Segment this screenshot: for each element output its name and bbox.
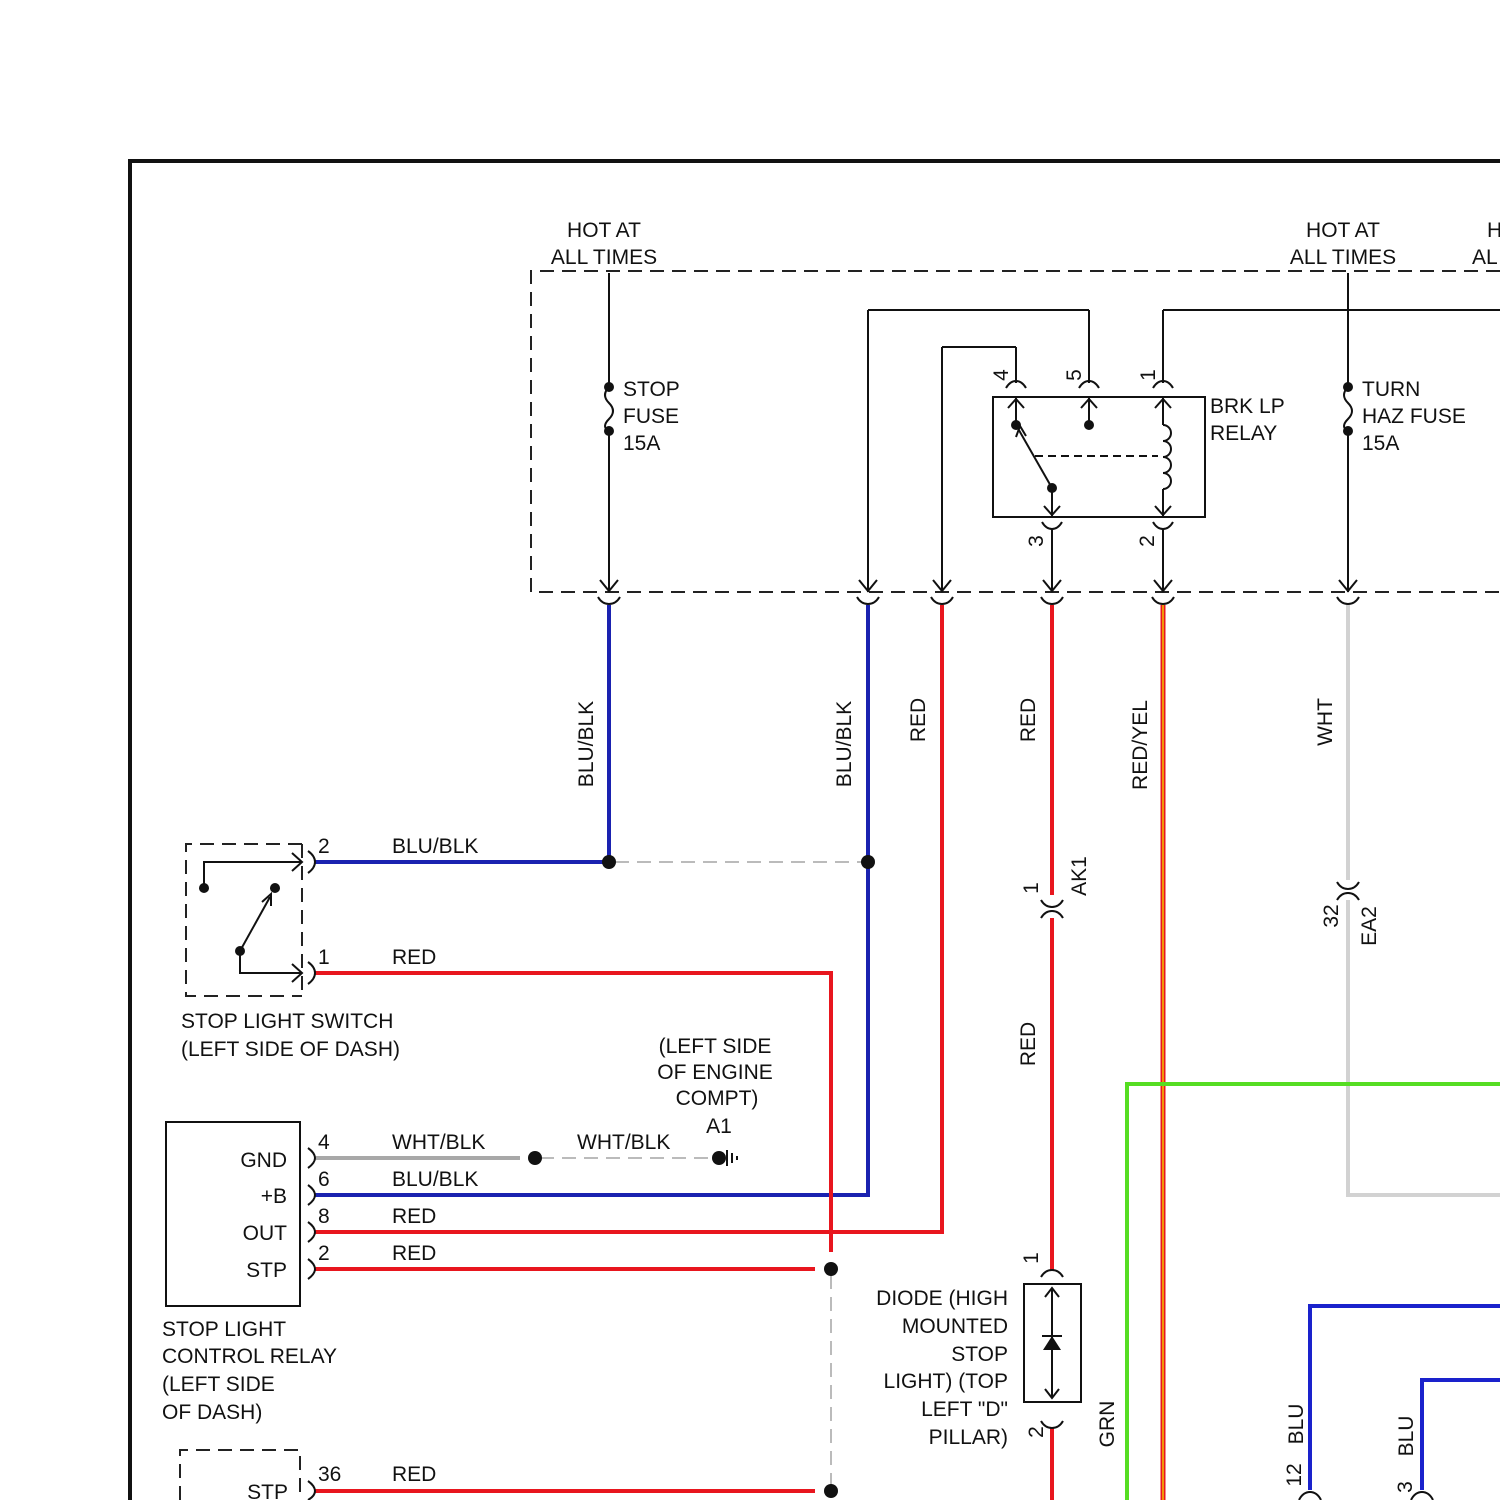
junction-dot [712,1151,726,1165]
control-relay-terminal-b: +B [261,1185,287,1208]
diode-label-1: DIODE (HIGH [876,1287,1008,1310]
wire-grn [1127,1084,1500,1500]
fuse-box-outline [531,271,1500,592]
connector-ea2 [1337,882,1359,900]
relay-pin-4: 4 [990,369,1013,381]
wire-blu-12 [1310,1306,1500,1490]
stop-fuse-label-1: STOP [623,378,680,401]
control-relay-wire-b: BLU/BLK [392,1168,478,1191]
turn-haz-fuse-label-2: HAZ FUSE [1362,405,1466,428]
control-relay-label-3: (LEFT SIDE [162,1373,275,1396]
control-relay-terminal-gnd: GND [240,1149,287,1172]
wire-label-blu-b: BLU [1395,1416,1418,1457]
control-relay-label-1: STOP LIGHT [162,1318,286,1341]
stop-switch-label-2: (LEFT SIDE OF DASH) [181,1038,400,1061]
wire-label-wht: WHT [1314,698,1337,746]
relay-pin-1: 1 [1137,369,1160,381]
junction-dot [528,1151,542,1165]
bottom-module-pin: 36 [318,1463,341,1486]
brk-lp-relay [859,310,1500,592]
diode-label-2: MOUNTED [902,1315,1008,1338]
relay-pin-3: 3 [1025,535,1048,547]
turn-haz-fuse [1339,273,1357,592]
control-relay-pin-8: 8 [318,1205,330,1228]
control-relay-pin-4: 4 [318,1131,330,1154]
ground-location-3: COMPT) [676,1087,759,1110]
diode-label-6: PILLAR) [929,1426,1008,1449]
junction-dot [861,855,875,869]
wire-blu-3 [1422,1380,1500,1490]
wire-label-red-3: RED [1017,1022,1040,1066]
junction-dot [824,1262,838,1276]
bottom-module-terminal: STP [247,1481,288,1500]
ground-id: A1 [706,1115,732,1138]
ground-symbol [727,1150,737,1166]
stop-switch-pin-2: 2 [318,835,330,858]
ground-wire-label: WHT/BLK [577,1131,670,1154]
wire-label-blu-a: BLU [1285,1404,1308,1445]
brk-lp-relay-label-1: BRK LP [1210,395,1285,418]
bottom-pin-3: 3 [1394,1481,1417,1493]
turn-haz-fuse-label-1: TURN [1362,378,1420,401]
relay-pin-5: 5 [1063,369,1086,381]
diode-pin-2: 2 [1025,1426,1048,1438]
stop-switch-wire-top: BLU/BLK [392,835,478,858]
wire-blu-blk-fuse [315,605,609,862]
power-edge-line1: H [1487,219,1500,242]
stop-fuse [600,273,618,592]
stop-switch-pin-1: 1 [318,946,330,969]
turn-haz-fuse-label-3: 15A [1362,432,1399,455]
connector-ea2-pin: 32 [1320,904,1343,927]
diode-pin-1: 1 [1020,1252,1043,1264]
ground-location-2: OF ENGINE [657,1061,773,1084]
power-right-line2: ALL TIMES [1290,246,1396,269]
stop-fuse-label-3: 15A [623,432,660,455]
control-relay-wire-stp: RED [392,1242,436,1265]
wire-label-grn: GRN [1096,1401,1119,1448]
wire-label-red-2: RED [1017,698,1040,742]
wire-label-blu-blk-2: BLU/BLK [833,701,856,787]
bottom-module-wire: RED [392,1463,436,1486]
connector-ea2-label: EA2 [1358,906,1381,946]
stop-light-switch [186,844,315,996]
power-left-line2: ALL TIMES [551,246,657,269]
fuse-box-connectors [598,597,1359,604]
power-edge-line2: AL [1472,246,1498,269]
diode-high-mount [1024,1270,1081,1428]
control-relay-wire-out: RED [392,1205,436,1228]
power-right-line1: HOT AT [1306,219,1380,242]
control-relay-pin-2: 2 [318,1242,330,1265]
connector-ak1-label: AK1 [1068,856,1091,896]
diagram-frame [130,161,1500,1500]
wire-blu-blk-plus-b [315,605,868,1195]
relay-pin-2: 2 [1136,535,1159,547]
wire-label-red-yel: RED/YEL [1129,700,1152,790]
diode-label-5: LEFT "D" [921,1398,1008,1421]
diode-label-3: STOP [951,1343,1008,1366]
control-relay-terminal-stp: STP [246,1259,287,1282]
stop-switch-label-1: STOP LIGHT SWITCH [181,1010,393,1033]
brk-lp-relay-label-2: RELAY [1210,422,1277,445]
stop-fuse-label-2: FUSE [623,405,679,428]
control-relay-terminal-out: OUT [243,1222,288,1245]
junction-dot [602,855,616,869]
control-relay-wire-gnd: WHT/BLK [392,1131,485,1154]
ground-location-1: (LEFT SIDE [659,1035,772,1058]
wire-label-red-1: RED [907,698,930,742]
connector-ak1-pin: 1 [1020,882,1043,894]
wire-label-blu-blk-1: BLU/BLK [575,701,598,787]
bottom-pin-12: 12 [1283,1463,1306,1486]
connector-ak1 [1041,900,1063,918]
control-relay-pin-6: 6 [318,1168,330,1191]
power-left-line1: HOT AT [567,219,641,242]
control-relay-label-4: OF DASH) [162,1401,262,1424]
diode-label-4: LIGHT) (TOP [884,1370,1008,1393]
stop-switch-wire-bottom: RED [392,946,436,969]
control-relay-label-2: CONTROL RELAY [162,1345,337,1368]
junction-dot [824,1484,838,1498]
